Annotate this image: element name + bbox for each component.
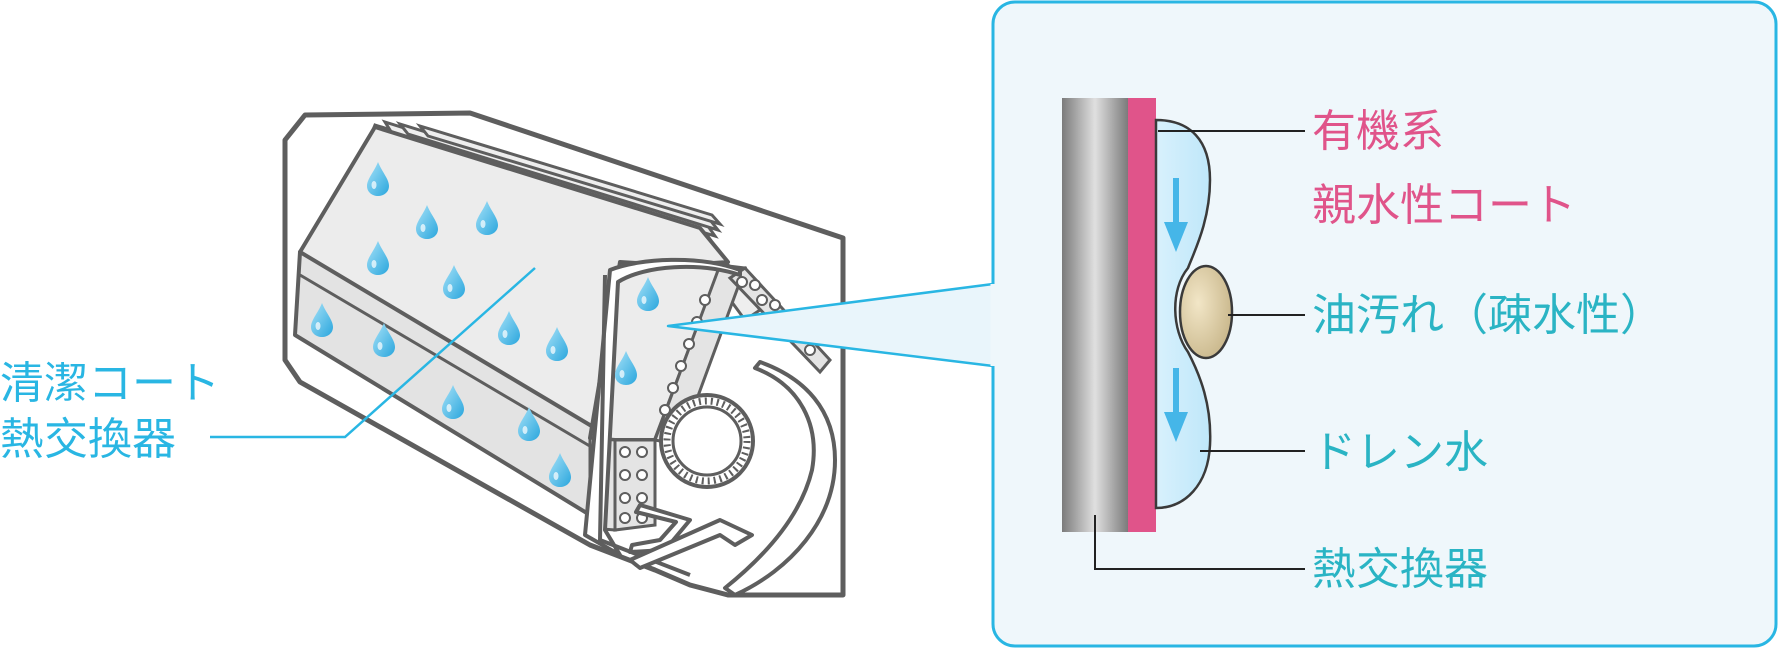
flow-arrows [1164, 178, 1188, 442]
down-arrow-icon [1164, 178, 1188, 252]
left-label-line2: 熱交換器 [0, 414, 176, 465]
hydrophilic-coat-label: 親水性コート [1312, 180, 1576, 231]
metal-plate [1062, 98, 1128, 532]
left-label-line1: 清潔コート [0, 358, 220, 409]
water-film [1154, 118, 1212, 510]
heat-exchanger-label: 熱交換器 [1312, 544, 1488, 595]
oil-stain-label: 油汚れ（疎水性） [1312, 290, 1664, 341]
detail-leader-lines [1094, 130, 1305, 570]
fan-scroll [723, 360, 837, 597]
drain-pan [628, 503, 692, 554]
drain-water-label: ドレン水 [1312, 427, 1488, 478]
organic-label: 有機系 [1312, 106, 1444, 157]
oil-stain [1178, 264, 1234, 360]
hydrophilic-coat-layer [1128, 98, 1156, 532]
down-arrow-icon [1164, 368, 1188, 442]
air-conditioner-illustration [282, 110, 846, 598]
left-leader-line [210, 267, 536, 439]
crossflow-fan [659, 393, 755, 489]
